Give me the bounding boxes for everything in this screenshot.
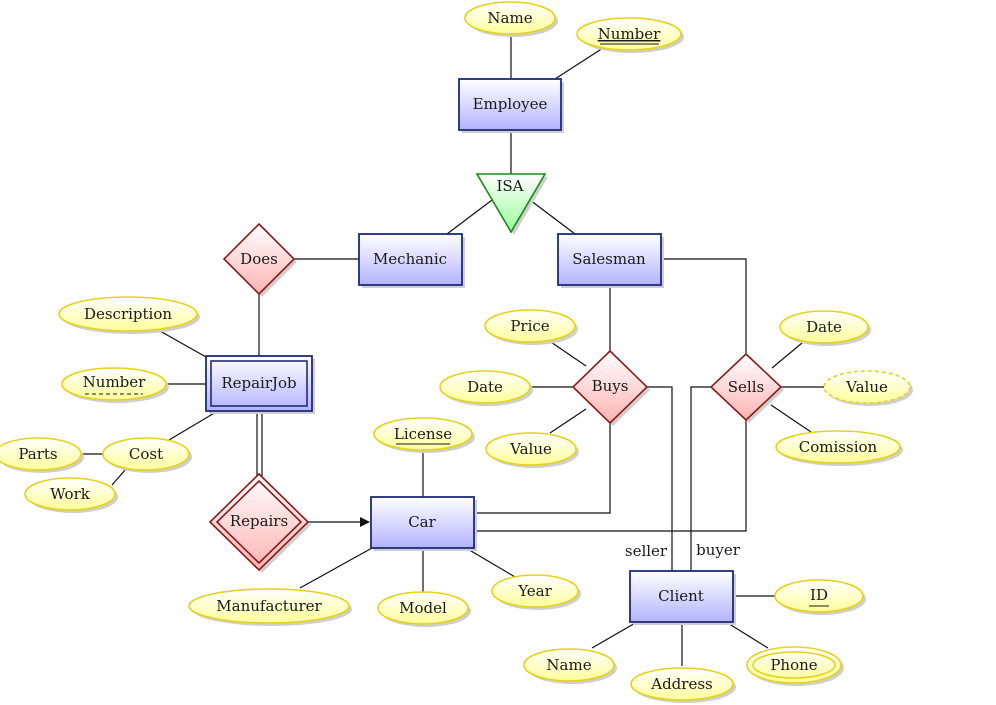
attribute-client-id[interactable]: ID [774, 579, 866, 615]
relationship-repairs-label: Repairs [230, 512, 288, 530]
attribute-employee-number-label: Number [598, 25, 661, 43]
edge-isa-salesman [529, 199, 576, 235]
entity-mechanic[interactable]: Mechanic [358, 233, 465, 288]
entity-employee[interactable]: Employee [458, 78, 564, 133]
attribute-sells-value[interactable]: Value [823, 370, 913, 406]
attribute-car-year[interactable]: Year [491, 574, 581, 610]
entity-repairjob[interactable]: RepairJob [205, 355, 315, 414]
attribute-sells-comission[interactable]: Comission [775, 430, 903, 466]
attribute-cost-parts[interactable]: Parts [0, 437, 84, 473]
attribute-cost-work[interactable]: Work [24, 477, 118, 513]
attribute-cost-parts-label: Parts [18, 445, 57, 463]
attribute-repair-number-label: Number [83, 373, 146, 391]
relationship-sells[interactable]: Sells [709, 352, 784, 423]
edges [83, 36, 827, 666]
role-buyer-label: buyer [696, 541, 741, 559]
relationship-buys-label: Buys [592, 377, 629, 395]
entity-salesman[interactable]: Salesman [557, 233, 664, 288]
entity-client-label: Client [658, 587, 704, 605]
attribute-sells-date-label: Date [806, 318, 842, 336]
relationship-does-label: Does [240, 250, 278, 268]
edge-sells-date [771, 342, 803, 369]
attribute-repair-description[interactable]: Description [58, 296, 200, 334]
relationship-does[interactable]: Does [222, 222, 297, 297]
attribute-repair-number[interactable]: Number [61, 367, 169, 403]
attribute-car-year-label: Year [517, 582, 552, 600]
attribute-client-name[interactable]: Name [523, 648, 617, 684]
edge-cost-work [111, 468, 127, 486]
edge-car-year [465, 547, 516, 578]
attribute-buys-price[interactable]: Price [484, 309, 578, 345]
attribute-car-model[interactable]: Model [377, 591, 471, 627]
isa-label: ISA [496, 177, 523, 195]
edge-salesman-sells [662, 258, 747, 354]
edge-buys-client [645, 386, 673, 571]
attribute-client-id-label: ID [810, 586, 828, 604]
attribute-repair-cost[interactable]: Cost [102, 437, 192, 473]
edge-isa-mechanic [446, 199, 493, 235]
attribute-car-manufacturer-label: Manufacturer [216, 597, 322, 615]
attribute-sells-date[interactable]: Date [779, 310, 871, 346]
attribute-buys-date[interactable]: Date [439, 370, 533, 406]
isa-triangle[interactable]: ISA [475, 173, 548, 235]
attribute-repair-cost-label: Cost [129, 445, 163, 463]
edge-client-name [591, 621, 638, 649]
edge-sells-car [475, 420, 747, 532]
edge-sells-client [690, 386, 718, 571]
entity-repairjob-label: RepairJob [221, 374, 296, 392]
entity-employee-label: Employee [473, 95, 548, 113]
edge-repairjob-cost [168, 411, 217, 441]
attribute-car-manufacturer[interactable]: Manufacturer [188, 588, 352, 626]
entity-salesman-label: Salesman [572, 250, 646, 268]
attribute-employee-name-label: Name [487, 9, 532, 27]
attribute-car-license-label: License [394, 425, 452, 443]
attribute-buys-value[interactable]: Value [485, 432, 579, 468]
entity-client[interactable]: Client [629, 570, 736, 625]
edge-buys-car [475, 423, 611, 514]
role-seller-label: seller [625, 542, 668, 560]
attribute-buys-price-label: Price [510, 317, 549, 335]
attribute-employee-name[interactable]: Name [464, 1, 558, 37]
attribute-client-address-label: Address [650, 675, 712, 693]
attribute-cost-work-label: Work [50, 485, 91, 503]
attribute-employee-number[interactable]: Number [576, 17, 684, 53]
attribute-repair-description-label: Description [84, 305, 172, 323]
attribute-client-address[interactable]: Address [630, 667, 736, 703]
attribute-client-name-label: Name [546, 656, 591, 674]
entity-car-label: Car [408, 513, 436, 531]
edge-employee-number [554, 47, 604, 80]
edge-sells-comission [770, 404, 812, 433]
relationship-repairs[interactable]: Repairs [208, 472, 311, 573]
entity-car[interactable]: Car [370, 496, 477, 551]
attribute-sells-comission-label: Comission [799, 438, 878, 456]
attribute-client-phone-label: Phone [770, 656, 817, 674]
attribute-sells-value-label: Value [845, 378, 888, 396]
entity-mechanic-label: Mechanic [373, 250, 447, 268]
attribute-client-phone[interactable]: Phone [746, 646, 844, 686]
edge-buys-value [549, 408, 587, 434]
attribute-car-license[interactable]: License [373, 417, 475, 453]
edge-car-manufacturer [299, 547, 373, 589]
relationship-sells-label: Sells [728, 378, 764, 396]
attribute-buys-date-label: Date [467, 378, 503, 396]
attribute-car-model-label: Model [399, 599, 447, 617]
edge-buys-price [547, 339, 587, 367]
edge-repairjob-description [159, 330, 207, 358]
relationship-buys[interactable]: Buys [571, 349, 650, 426]
attribute-buys-value-label: Value [509, 440, 552, 458]
edge-client-phone [725, 621, 769, 649]
